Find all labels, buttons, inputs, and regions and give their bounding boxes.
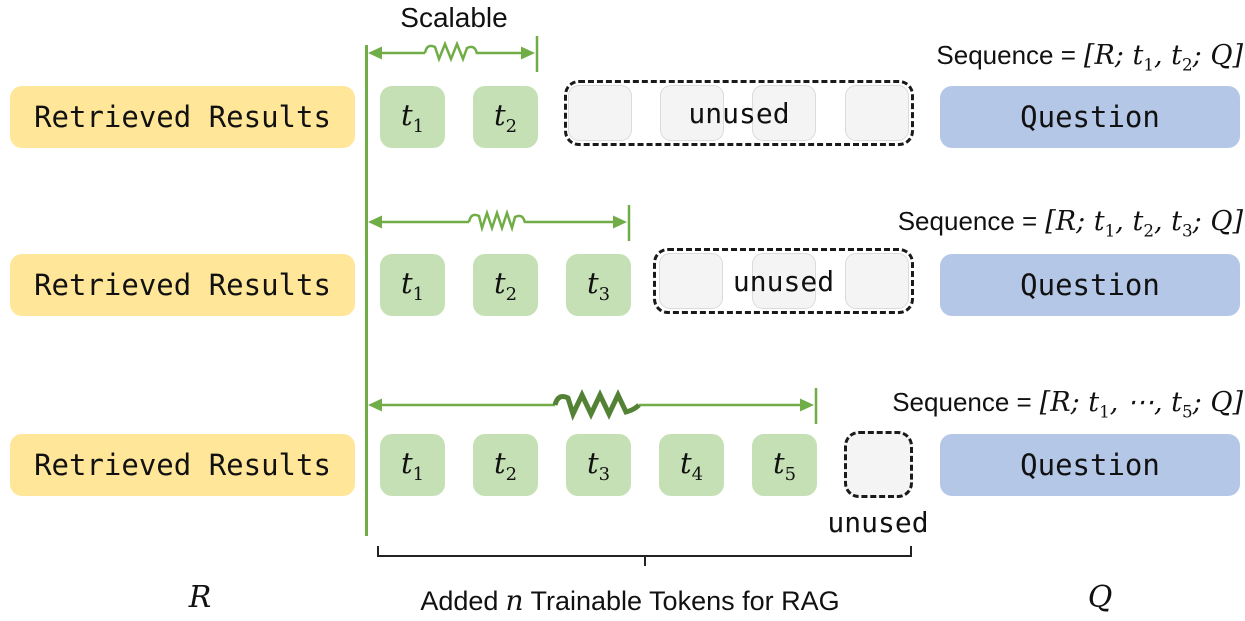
token-label: t2 — [493, 265, 518, 305]
question-label: Question — [1020, 268, 1160, 302]
token-box: t1 — [380, 254, 445, 316]
unused-token-slot — [844, 431, 913, 498]
sequence-prefix: Sequence = — [897, 206, 1038, 236]
retrieved-results-box: Retrieved Results — [10, 254, 355, 316]
spring-icon — [423, 40, 479, 63]
token-box: t2 — [473, 434, 538, 496]
question-box: Question — [940, 254, 1240, 316]
sequence-prefix: Sequence = — [936, 40, 1076, 70]
q-symbol-label: Q — [1087, 580, 1113, 615]
caption-n-symbol: n — [505, 584, 524, 617]
unused-token-slot — [660, 85, 724, 141]
token-label: t5 — [772, 445, 797, 485]
sequence-prefix: Sequence = — [892, 387, 1032, 417]
sequence-equation: Sequence =[R; t1, ⋯, t5; Q] — [700, 387, 1243, 421]
spring-icon — [552, 389, 641, 421]
retrieved-results-box: Retrieved Results — [10, 86, 355, 148]
unused-token-slot — [752, 253, 816, 309]
sequence-equation: Sequence =[R; t1, t2; Q] — [700, 40, 1243, 74]
token-label: t3 — [586, 265, 611, 305]
token-box: t1 — [380, 434, 445, 496]
token-box: t5 — [752, 434, 817, 496]
sequence-math: [R; t1, t2, t3; Q] — [1045, 206, 1243, 241]
r-symbol-label: R — [188, 580, 212, 615]
scalable-arrow-icon — [368, 205, 631, 241]
unused-label: unused — [688, 96, 790, 130]
token-box: t3 — [566, 254, 631, 316]
sequence-math: [R; t1, ⋯, t5; Q] — [1039, 387, 1243, 422]
token-label: t2 — [493, 97, 518, 137]
token-label: t4 — [679, 445, 704, 485]
retrieved-results-box: Retrieved Results — [10, 434, 355, 496]
spring-icon — [467, 209, 527, 233]
caption-prefix: Added — [420, 586, 499, 616]
token-box: t2 — [473, 254, 538, 316]
scalable-arrow-icon — [368, 388, 818, 424]
token-label: t2 — [493, 445, 518, 485]
unused-tokens-group — [564, 80, 914, 146]
retrieved-results-label: Retrieved Results — [34, 100, 331, 134]
token-start-boundary-line — [365, 45, 368, 536]
caption-suffix: Trainable Tokens for RAG — [530, 586, 840, 616]
token-label: t1 — [400, 265, 425, 305]
unused-token-slot — [845, 85, 909, 141]
unused-tokens-group — [653, 248, 914, 314]
question-box: Question — [940, 434, 1240, 496]
unused-token-slot — [752, 85, 816, 141]
sequence-math: [R; t1, t2; Q] — [1083, 40, 1243, 75]
token-label: t3 — [586, 445, 611, 485]
bracket-icon — [377, 546, 912, 566]
token-label: t1 — [400, 97, 425, 137]
unused-token-slot — [568, 85, 632, 141]
token-box: t4 — [659, 434, 724, 496]
retrieved-results-label: Retrieved Results — [34, 448, 331, 482]
scalable-arrow-icon — [368, 36, 539, 72]
question-label: Question — [1020, 448, 1160, 482]
retrieved-results-label: Retrieved Results — [34, 268, 331, 302]
question-box: Question — [940, 86, 1240, 148]
sequence-equation: Sequence =[R; t1, t2, t3; Q] — [700, 206, 1243, 240]
question-label: Question — [1020, 100, 1160, 134]
token-box: t3 — [566, 434, 631, 496]
token-label: t1 — [400, 445, 425, 485]
token-box: t1 — [380, 86, 445, 148]
scalable-label: Scalable — [400, 2, 508, 33]
unused-label: unused — [827, 505, 929, 539]
unused-token-slot — [845, 253, 909, 309]
unused-token-slot — [659, 253, 723, 309]
unused-label: unused — [732, 264, 835, 298]
token-box: t2 — [473, 86, 538, 148]
